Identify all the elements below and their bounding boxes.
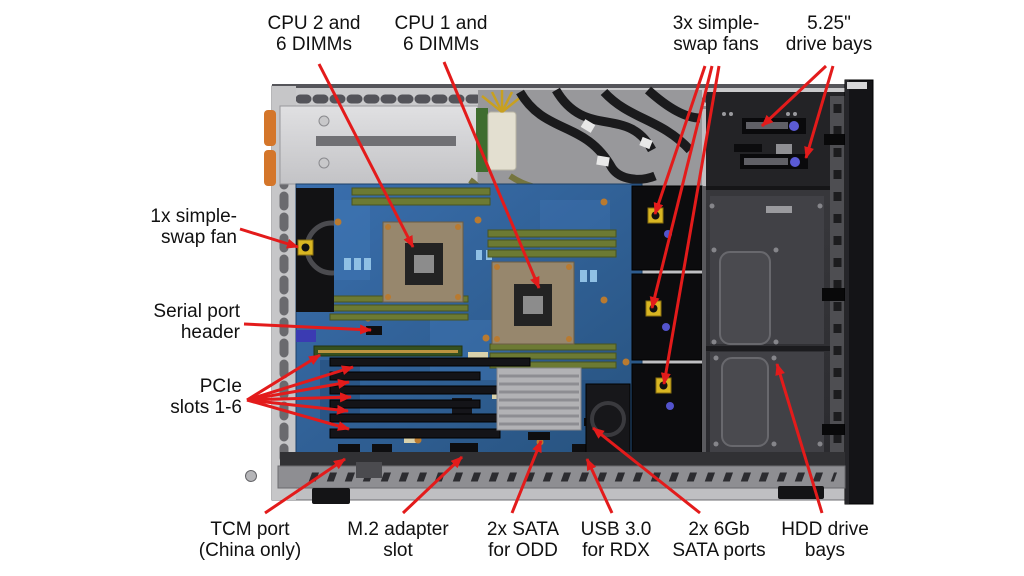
- arrow-pcie-5: [246, 398, 349, 415]
- bay-525-1: [742, 118, 806, 134]
- arrow-sata-odd: [510, 440, 543, 514]
- arrow-serial: [243, 322, 372, 335]
- label-1x-simple-swap-fan: 1x simple- swap fan: [150, 206, 237, 248]
- label-hdd-drive-bays: HDD drive bays: [781, 519, 869, 561]
- label-pcie-slots-1-6: PCIe slots 1-6: [170, 376, 242, 418]
- label-line: M.2 adapter: [347, 519, 449, 540]
- pcie-slots: [313, 345, 531, 439]
- arrow-bay525-2: [804, 65, 835, 159]
- label-cpu1-and-dimms: CPU 1 and 6 DIMMs: [395, 13, 488, 55]
- arrow-pcie-4: [246, 392, 352, 403]
- label-2x-6gb-sata-ports: 2x 6Gb SATA ports: [672, 519, 765, 561]
- drive-cage: [706, 92, 845, 470]
- label-serial-port-header: Serial port header: [153, 301, 240, 343]
- arrow-fan3x-3: [660, 65, 721, 385]
- label-line: for ODD: [488, 540, 558, 561]
- label-line: 6 DIMMs: [402, 34, 479, 55]
- label-line: 2x SATA: [486, 519, 560, 540]
- label-line: TCM port: [210, 519, 290, 540]
- label-line: 6 DIMMs: [275, 34, 352, 55]
- label-line: HDD drive: [781, 519, 869, 540]
- callout-arrows: [239, 61, 835, 515]
- label-line: 5.25": [807, 13, 851, 34]
- arrow-pcie-3: [246, 378, 350, 402]
- label-line: CPU 1 and: [394, 13, 488, 34]
- label-line: USB 3.0: [580, 519, 652, 540]
- arrow-fan3x-2: [649, 65, 714, 309]
- label-line: header: [180, 322, 240, 343]
- label-line: CPU 2 and: [267, 13, 361, 34]
- arrow-fan3x-1: [653, 65, 707, 215]
- label-m2-adapter-slot: M.2 adapter slot: [347, 519, 448, 561]
- arrow-tcm: [264, 457, 346, 515]
- label-usb-3-0-for-rdx: USB 3.0 for RDX: [581, 519, 652, 561]
- label-line: swap fans: [673, 34, 759, 55]
- label-line: slot: [383, 540, 413, 561]
- arrow-pcie-2: [246, 365, 354, 402]
- right-bezel: [844, 79, 874, 505]
- rdx-fan-module: [585, 383, 631, 455]
- label-line: 3x simple-: [672, 13, 760, 34]
- label-line: slots 1-6: [170, 397, 242, 418]
- label-2x-sata-for-odd: 2x SATA for ODD: [487, 519, 559, 561]
- label-line: drive bays: [785, 34, 873, 55]
- label-line: 1x simple-: [150, 206, 237, 227]
- psu-wires: [481, 90, 523, 113]
- cable-tape: [580, 119, 653, 167]
- arrow-pcie-6: [246, 398, 350, 431]
- arrow-cpu2: [317, 63, 415, 248]
- arrow-bay525-1: [760, 64, 828, 128]
- cpu2-heatsink: [382, 221, 464, 303]
- psu: [264, 105, 479, 186]
- arrow-usb-rdx: [585, 458, 614, 514]
- chassis-feet: [312, 486, 824, 504]
- label-tcm-port: TCM port (China only): [199, 519, 301, 561]
- label-cpu2-and-dimms: CPU 2 and 6 DIMMs: [268, 13, 361, 55]
- bay-525-2: [740, 154, 808, 169]
- arrow-hdd-bays: [775, 363, 824, 514]
- arrow-cpu1: [442, 61, 541, 289]
- arrow-sata-6gb: [592, 426, 701, 515]
- chipset-heatsink: [496, 367, 582, 431]
- single-swap-fan: [296, 188, 334, 342]
- arrow-m2: [401, 455, 464, 515]
- label-3x-simple-swap-fans: 3x simple- swap fans: [673, 13, 760, 55]
- label-line: bays: [804, 540, 846, 561]
- bottom-rail: [245, 452, 846, 489]
- cpu1-heatsink: [491, 261, 575, 345]
- label-5-25-drive-bays: 5.25" drive bays: [786, 13, 873, 55]
- label-line: PCIe: [199, 376, 242, 397]
- cage-screws: [709, 203, 823, 447]
- label-line: (China only): [198, 540, 302, 561]
- label-line: for RDX: [582, 540, 650, 561]
- arrow-fan1x: [239, 227, 299, 249]
- label-line: SATA ports: [672, 540, 766, 561]
- cable-area: [423, 86, 702, 211]
- label-line: swap fan: [160, 227, 237, 248]
- swap-fan-column: [631, 185, 706, 457]
- label-line: 2x 6Gb: [688, 519, 750, 540]
- label-line: Serial port: [153, 301, 240, 322]
- arrow-pcie-1: [246, 353, 321, 402]
